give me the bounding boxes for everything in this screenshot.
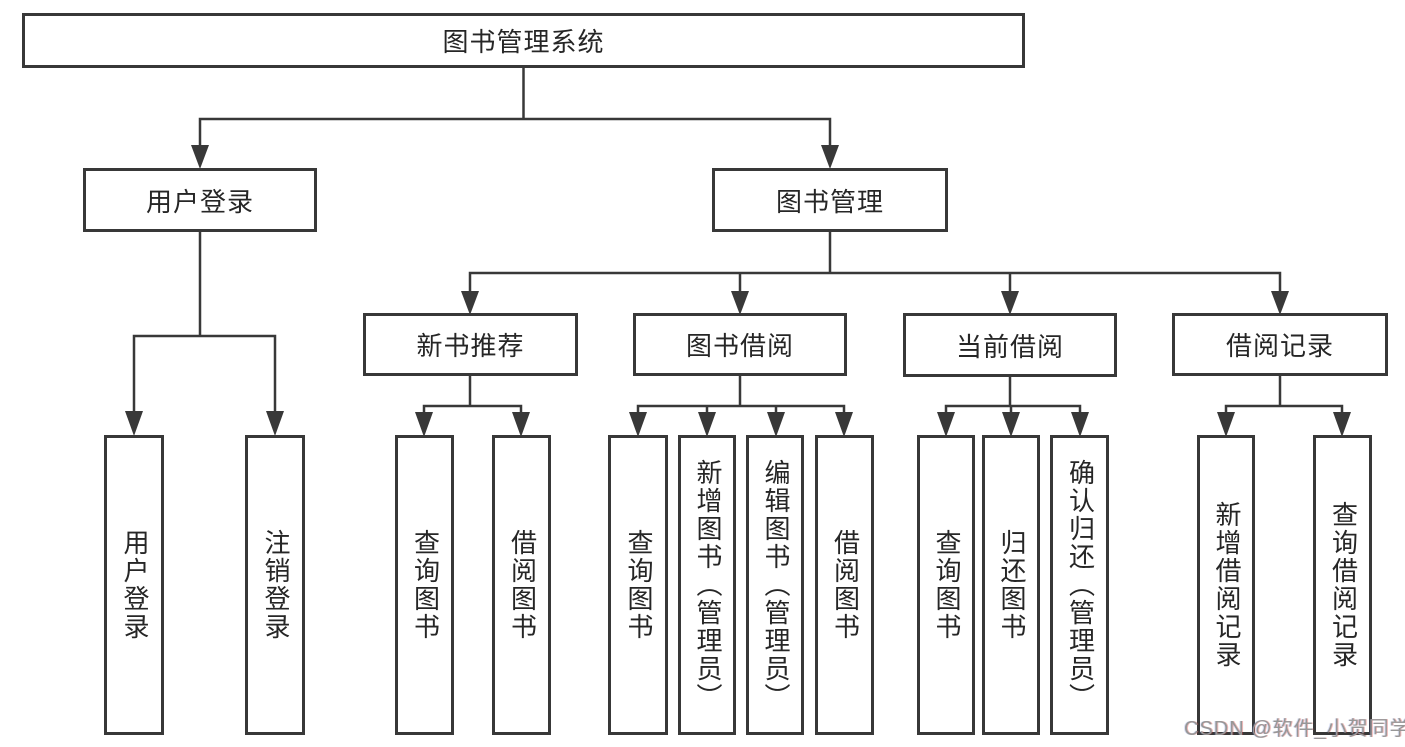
connector-bookmgmt-children	[468, 230, 1282, 295]
node-new-book-recommendation: 新书推荐	[363, 313, 578, 376]
leaf-add-books-admin-label: 新增图书（管理员）	[692, 459, 723, 711]
leaf-user-login: 用户登录	[104, 435, 164, 735]
leaf-add-borrow-record: 新增借阅记录	[1197, 435, 1255, 735]
leaf-current-query-books: 查询图书	[917, 435, 975, 735]
arrowheads	[125, 145, 1351, 437]
node-user-login: 用户登录	[83, 168, 317, 232]
node-current-borrowing: 当前借阅	[903, 313, 1117, 377]
node-current-borrowing-label: 当前借阅	[955, 331, 1064, 362]
connector-userlogin-children	[132, 230, 277, 415]
connector-recommend-children	[422, 374, 523, 416]
node-book-management-label: 图书管理	[775, 186, 884, 217]
node-book-borrowing: 图书借阅	[633, 313, 847, 376]
node-library-system: 图书管理系统	[22, 13, 1025, 68]
leaf-borrow-books-label: 借阅图书	[830, 529, 861, 641]
leaf-confirm-return-admin: 确认归还（管理员）	[1050, 435, 1109, 735]
leaf-edit-books-admin-label: 编辑图书（管理员）	[760, 459, 791, 711]
node-library-system-label: 图书管理系统	[442, 27, 605, 57]
leaf-user-login-label: 用户登录	[119, 529, 150, 641]
connector-borrowing-children	[636, 374, 846, 416]
leaf-recommend-borrow-books: 借阅图书	[492, 435, 551, 735]
leaf-query-borrow-record-label: 查询借阅记录	[1328, 501, 1359, 669]
leaf-borrow-books: 借阅图书	[815, 435, 874, 735]
leaf-edit-books-admin: 编辑图书（管理员）	[746, 435, 804, 735]
leaf-confirm-return-admin-label: 确认归还（管理员）	[1065, 459, 1096, 711]
watermark: CSDN @软件_小贺同学	[1184, 718, 1405, 740]
node-book-borrowing-label: 图书借阅	[685, 331, 794, 361]
leaf-logout-label: 注销登录	[260, 529, 291, 641]
leaf-add-books-admin: 新增图书（管理员）	[678, 435, 736, 735]
leaf-return-books: 归还图书	[982, 435, 1040, 735]
leaf-recommend-query-books: 查询图书	[395, 435, 454, 735]
node-user-login-label: 用户登录	[145, 186, 254, 217]
node-book-management: 图书管理	[712, 168, 948, 232]
connector-current-children	[944, 375, 1082, 416]
leaf-recommend-query-books-label: 查询图书	[410, 529, 441, 641]
leaf-return-books-label: 归还图书	[996, 529, 1027, 641]
connector-root-to-level2	[198, 66, 832, 149]
node-borrowing-records: 借阅记录	[1172, 313, 1388, 376]
leaf-add-borrow-record-label: 新增借阅记录	[1211, 501, 1242, 669]
leaf-borrow-query-books-label: 查询图书	[623, 529, 654, 641]
connector-records-children	[1224, 374, 1344, 416]
leaf-logout: 注销登录	[245, 435, 305, 735]
node-new-book-recommendation-label: 新书推荐	[416, 331, 525, 361]
leaf-recommend-borrow-books-label: 借阅图书	[507, 529, 538, 641]
node-borrowing-records-label: 借阅记录	[1225, 331, 1334, 361]
leaf-current-query-books-label: 查询图书	[931, 529, 962, 641]
leaf-borrow-query-books: 查询图书	[608, 435, 668, 735]
leaf-query-borrow-record: 查询借阅记录	[1313, 435, 1372, 735]
